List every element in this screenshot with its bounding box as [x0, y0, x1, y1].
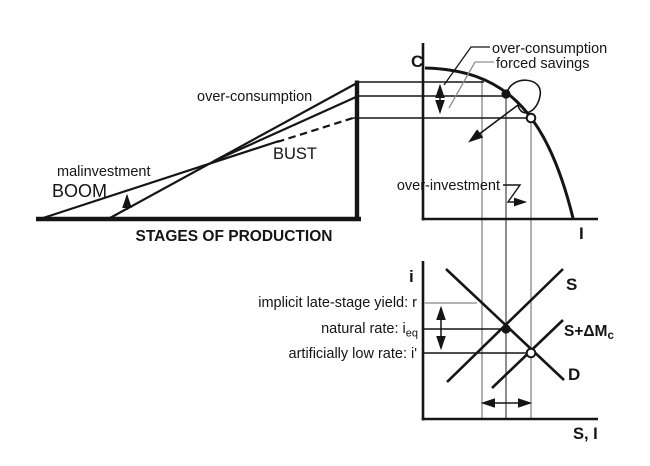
ppf-boom-point-filled — [501, 89, 511, 99]
implicit-yield-label: implicit late-stage yield: r — [258, 295, 417, 311]
ppf-panel: C I over-consumption forced savings over… — [397, 41, 607, 243]
bust-dashed-line — [276, 116, 354, 144]
ppf-over-consumption-label: over-consumption — [492, 41, 607, 57]
connector-lines — [353, 81, 531, 119]
lf-natural-equilibrium-point-filled — [501, 324, 511, 334]
linking-gridlines — [481, 80, 532, 418]
ppf-over-investment-point-open — [525, 112, 537, 124]
ppf-x-axis-label: I — [579, 224, 584, 243]
over-consumption-leader-line — [443, 46, 490, 86]
boom-hypotenuse-steep — [109, 82, 358, 219]
original-hypotenuse-upper — [213, 95, 357, 163]
malinvestment-label: malinvestment — [57, 164, 150, 180]
boom-label: BOOM — [52, 181, 107, 201]
demand-curve-label: D — [568, 365, 580, 384]
natural-rate-label: natural rate: ieq — [321, 321, 418, 340]
forced-savings-label: forced savings — [496, 56, 590, 72]
over-investment-jog-arrow — [503, 184, 528, 207]
demand-curve — [445, 268, 565, 381]
lf-credit-expansion-point-open — [525, 347, 537, 359]
lf-x-axis-label: S, I — [573, 425, 598, 443]
stages-of-production-axis-label: STAGES OF PRODUCTION — [136, 228, 333, 245]
loanable-funds-panel: i S, I S S+ΔMc D implicit late-stage yie… — [258, 261, 614, 443]
forced-savings-leader-line — [448, 61, 494, 109]
ppf-y-axis-label: C — [411, 52, 423, 71]
lf-y-axis-label: i — [409, 267, 414, 286]
triangle-over-consumption-label: over-consumption — [197, 89, 312, 105]
bust-trajectory-loop-arrow — [468, 79, 541, 143]
artificially-low-rate-label: artificially low rate: i' — [289, 346, 418, 362]
supply-curve-label: S — [566, 275, 577, 294]
hayekian-triangle-panel: malinvestment BOOM over-consumption BUST… — [36, 80, 361, 245]
bust-label: BUST — [273, 145, 317, 163]
supply-plus-credit-curve-label: S+ΔMc — [564, 323, 614, 342]
boom-hypotenuse-long-base — [39, 139, 280, 221]
ppf-frontier-curve — [424, 66, 575, 219]
over-investment-label: over-investment — [397, 178, 500, 194]
